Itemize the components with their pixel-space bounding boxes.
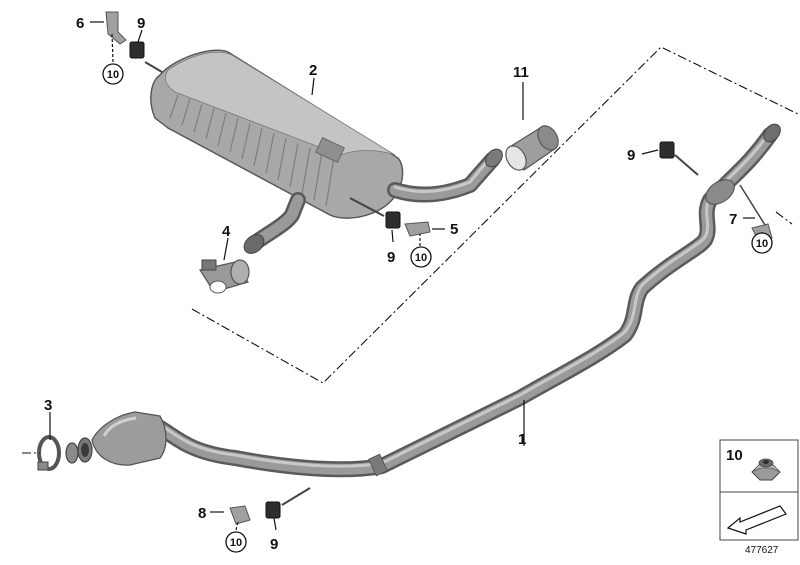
callout-5: 5 (450, 221, 458, 238)
callout-8: 8 (198, 505, 206, 522)
hanger-pin-middle (349, 197, 385, 217)
svg-text:10: 10 (756, 238, 768, 250)
rubber-mount-middle (385, 211, 401, 229)
front-pipe (147, 123, 781, 478)
reference-number: 477627 (745, 545, 779, 556)
callout-3: 3 (44, 397, 52, 414)
callout-11: 11 (513, 64, 529, 81)
leader-lines (49, 21, 763, 531)
frame-extension-right (775, 211, 793, 225)
hex-nut-icon (751, 458, 781, 481)
hanger-bottom (281, 487, 311, 506)
tailpipe-trim (505, 125, 559, 171)
rubber-mount-right (659, 141, 675, 159)
rubber-mount-top-left (129, 41, 145, 59)
clamp-part-4 (199, 259, 250, 294)
callout-9-bottom: 9 (270, 536, 278, 553)
callout-10-middle: 10 (410, 246, 432, 268)
callout-9-top-left: 9 (137, 15, 145, 32)
catalytic-converter (65, 411, 167, 466)
callout-2: 2 (309, 62, 317, 79)
svg-text:10: 10 (415, 252, 427, 264)
rear-muffler (150, 49, 404, 219)
svg-text:10: 10 (230, 537, 242, 549)
callout-9-middle: 9 (387, 249, 395, 266)
callout-10-bottom: 10 (225, 531, 247, 553)
callout-10-right: 10 (751, 232, 773, 254)
assembly-frame (191, 46, 800, 384)
callout-10-top-left: 10 (102, 63, 124, 85)
bracket-part-5 (404, 221, 431, 237)
bracket-part-8 (229, 505, 251, 525)
clamp-part-3 (22, 435, 61, 471)
direction-arrow-icon (726, 505, 787, 535)
svg-text:10: 10 (107, 69, 119, 81)
callout-6: 6 (76, 15, 84, 32)
legend-label-10: 10 (726, 447, 743, 464)
callout-4: 4 (222, 223, 231, 240)
callout-7: 7 (729, 211, 737, 228)
bracket-part-6 (105, 11, 127, 45)
muffler-inlet-pipe (243, 192, 306, 254)
callout-9-right: 9 (627, 147, 635, 164)
muffler-outlet-pipe (387, 148, 503, 203)
callout-1: 1 (518, 431, 526, 448)
legend-box: 10 (719, 439, 799, 541)
hanger-pin-right (674, 154, 699, 176)
hanger-pin-top-left (144, 61, 163, 73)
rubber-mount-bottom (265, 501, 281, 519)
